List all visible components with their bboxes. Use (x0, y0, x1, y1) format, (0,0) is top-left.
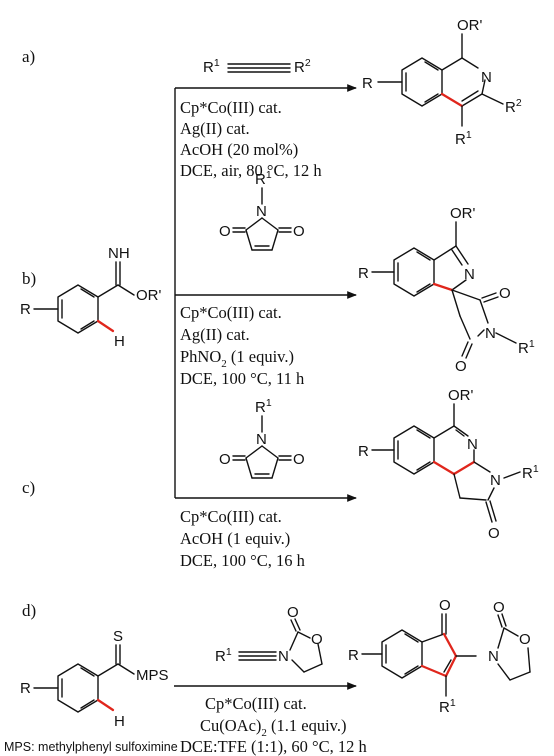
svg-text:Cp*Co(III) cat.: Cp*Co(III) cat. (180, 303, 282, 322)
svg-text:S: S (113, 628, 123, 645)
svg-text:DCE, 100 °C, 16 h: DCE, 100 °C, 16 h (180, 551, 306, 570)
svg-text:Cu(OAc)2 (1.1 equiv.): Cu(OAc)2 (1.1 equiv.) (200, 716, 346, 739)
svg-text:O: O (219, 451, 231, 468)
svg-text:R2: R2 (294, 57, 311, 76)
svg-text:N: N (278, 648, 289, 665)
svg-text:O: O (287, 604, 299, 621)
svg-text:R1: R1 (255, 397, 272, 416)
svg-text:O: O (488, 525, 500, 542)
conditions-d: Cp*Co(III) cat. Cu(OAc)2 (1.1 equiv.) DC… (180, 694, 367, 756)
ynamide-reagent-d: R1 N O O (215, 604, 323, 673)
svg-text:R1: R1 (439, 697, 456, 716)
svg-text:O: O (293, 451, 305, 468)
svg-text:DCE, air, 80 °C, 12 h: DCE, air, 80 °C, 12 h (180, 161, 322, 180)
isoquinoline-product-a: OR' N R R2 R1 (362, 17, 522, 148)
conditions-c: Cp*Co(III) cat. AcOH (1 equiv.) DCE, 100… (180, 507, 306, 570)
svg-text:N: N (490, 472, 501, 489)
svg-text:Cp*Co(III) cat.: Cp*Co(III) cat. (180, 507, 282, 526)
conditions-a: Cp*Co(III) cat. Ag(II) cat. AcOH (20 mol… (180, 98, 322, 180)
svg-text:AcOH (1 equiv.): AcOH (1 equiv.) (180, 529, 290, 548)
svg-text:DCE:TFE (1:1), 60 °C, 12 h: DCE:TFE (1:1), 60 °C, 12 h (180, 737, 367, 756)
svg-text:O: O (219, 223, 231, 240)
svg-text:O: O (455, 358, 467, 375)
spiro-product-b: OR' N R O O N R1 (358, 205, 535, 375)
svg-text:PhNO2 (1 equiv.): PhNO2 (1 equiv.) (180, 347, 294, 370)
svg-text:Cp*Co(III) cat.: Cp*Co(III) cat. (180, 98, 282, 117)
maleimide-reagent-c: N R1 O O (219, 397, 305, 479)
svg-text:N: N (464, 266, 475, 283)
svg-text:N: N (485, 325, 496, 342)
svg-text:N: N (488, 648, 499, 665)
svg-text:Ag(II) cat.: Ag(II) cat. (180, 325, 250, 344)
svg-text:OR': OR' (136, 287, 162, 304)
label-c: c) (22, 478, 35, 497)
maleimide-reagent-b: N R1 O O (219, 169, 305, 251)
indenone-product-d: N O R O O R1 (348, 597, 531, 716)
svg-text:R1: R1 (215, 646, 232, 665)
svg-text:O: O (293, 223, 305, 240)
svg-text:DCE, 100 °C, 11 h: DCE, 100 °C, 11 h (180, 369, 305, 388)
branch-arrows (174, 84, 357, 502)
svg-text:OR': OR' (457, 17, 483, 34)
svg-text:R2: R2 (505, 97, 522, 116)
svg-text:R1: R1 (455, 129, 472, 148)
svg-text:O: O (519, 631, 531, 648)
svg-text:AcOH (20 mol%): AcOH (20 mol%) (180, 140, 298, 159)
svg-text:R: R (20, 680, 31, 697)
svg-text:OR': OR' (450, 205, 476, 222)
svg-text:R: R (362, 75, 373, 92)
svg-text:R: R (358, 265, 369, 282)
svg-text:N: N (467, 436, 478, 453)
svg-text:R1: R1 (255, 169, 272, 188)
imidate-substrate: NH OR' R H (20, 245, 162, 350)
svg-text:OR': OR' (448, 387, 474, 404)
svg-text:H: H (114, 713, 125, 730)
svg-text:R1: R1 (203, 57, 220, 76)
svg-text:H: H (114, 333, 125, 350)
label-d: d) (22, 601, 36, 620)
conditions-b: Cp*Co(III) cat. Ag(II) cat. PhNO2 (1 equ… (180, 303, 305, 388)
label-a: a) (22, 47, 35, 66)
svg-text:O: O (439, 597, 451, 614)
svg-text:N: N (481, 69, 492, 86)
svg-text:R1: R1 (518, 338, 535, 357)
thioamide-substrate-d: S MPS R H (20, 628, 169, 730)
svg-text:R: R (20, 301, 31, 318)
svg-text:N: N (256, 203, 267, 220)
svg-text:Ag(II) cat.: Ag(II) cat. (180, 119, 250, 138)
svg-text:Cp*Co(III) cat.: Cp*Co(III) cat. (205, 694, 307, 713)
svg-text:R: R (358, 443, 369, 460)
svg-text:O: O (311, 631, 323, 648)
svg-text:O: O (499, 285, 511, 302)
svg-text:N: N (256, 431, 267, 448)
svg-text:R: R (348, 647, 359, 664)
svg-text:R1: R1 (522, 463, 539, 482)
svg-text:NH: NH (108, 245, 130, 262)
svg-text:MPS: MPS (136, 667, 169, 684)
footnote: MPS: methylphenyl sulfoximine (4, 740, 178, 754)
alkyne-reagent-a: R1 R2 (203, 57, 311, 76)
label-b: b) (22, 269, 36, 288)
svg-text:O: O (493, 599, 505, 616)
pyrroloisoquinolinone-product-c: OR' N R N R1 O (358, 387, 539, 542)
